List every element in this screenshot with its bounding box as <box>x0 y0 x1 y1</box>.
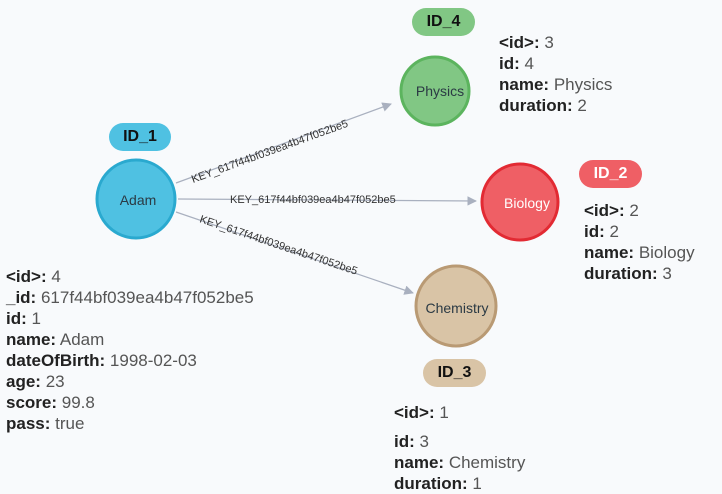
property-value: 4 <box>51 267 61 286</box>
property-key: pass: <box>6 414 51 433</box>
edge-line <box>175 102 392 184</box>
property-value: Adam <box>59 330 105 349</box>
edge-line <box>175 211 414 295</box>
property-key: age: <box>6 372 41 391</box>
property-key: dateOfBirth: <box>6 351 106 370</box>
badge-id-4: ID_4 <box>412 8 475 36</box>
property-key: <id>: <box>584 201 625 220</box>
property-value: Biology <box>638 243 695 262</box>
node-label: Adam <box>120 192 157 208</box>
property-row: name: Biology <box>584 242 695 263</box>
badge-id-3: ID_3 <box>423 359 486 387</box>
property-value: 2 <box>609 222 619 241</box>
property-key: <id>: <box>394 403 435 422</box>
edge-adam-physics[interactable]: KEY_617f44bf039ea4b47f052be5 <box>175 102 392 186</box>
property-key: id: <box>6 309 27 328</box>
property-row: id: 2 <box>584 221 695 242</box>
property-value: 4 <box>524 54 534 73</box>
property-key: name: <box>584 243 635 262</box>
edge-label: KEY_617f44bf039ea4b47f052be5 <box>190 118 350 186</box>
property-value: 2 <box>629 201 639 220</box>
property-row: pass: true <box>6 413 254 434</box>
property-value: 23 <box>45 372 65 391</box>
node-biology[interactable]: Biology <box>480 162 560 242</box>
property-row: _id: 617f44bf039ea4b47f052be5 <box>6 287 254 308</box>
property-value: 99.8 <box>61 393 95 412</box>
property-row: name: Physics <box>499 74 612 95</box>
property-row: duration: 3 <box>584 263 695 284</box>
property-row: id: 4 <box>499 53 612 74</box>
node-physics[interactable]: Physics <box>399 55 471 127</box>
property-row: duration: 1 <box>394 473 525 494</box>
property-key: score: <box>6 393 58 412</box>
node-circle <box>480 162 560 242</box>
property-key: duration: <box>584 264 658 283</box>
property-key: duration: <box>499 96 573 115</box>
property-key: <id>: <box>6 267 47 286</box>
property-value: 3 <box>419 432 429 451</box>
property-key: id: <box>394 432 415 451</box>
node-label: Physics <box>416 83 464 99</box>
property-row: id: 1 <box>6 308 254 329</box>
node-circle <box>414 264 498 348</box>
node-adam[interactable]: Adam <box>95 158 177 240</box>
property-key: name: <box>394 453 445 472</box>
node-chemistry[interactable]: Chemistry <box>414 264 498 348</box>
property-row: dateOfBirth: 1998-02-03 <box>6 350 254 371</box>
property-value: 1 <box>472 474 482 493</box>
node-circle <box>399 55 471 127</box>
property-row: duration: 2 <box>499 95 612 116</box>
node-label: Biology <box>504 195 550 211</box>
node-circle <box>95 158 177 240</box>
property-value: Physics <box>553 75 613 94</box>
property-row: score: 99.8 <box>6 392 254 413</box>
property-value: 2 <box>577 96 587 115</box>
edge-line <box>177 196 477 206</box>
property-row: <id>: 1 <box>394 402 525 423</box>
property-value: 3 <box>662 264 672 283</box>
property-value: 3 <box>544 33 554 52</box>
property-value: true <box>55 414 85 433</box>
property-key: id: <box>499 54 520 73</box>
property-row: name: Adam <box>6 329 254 350</box>
node-label: Chemistry <box>425 300 488 316</box>
edge-label: KEY_617f44bf039ea4b47f052be5 <box>230 194 396 206</box>
property-value: 617f44bf039ea4b47f052be5 <box>40 288 254 307</box>
property-value: 1998-02-03 <box>109 351 197 370</box>
property-key: _id: <box>6 288 37 307</box>
property-row: id: 3 <box>394 431 525 452</box>
property-key: <id>: <box>499 33 540 52</box>
badge-id-2: ID_2 <box>579 160 642 188</box>
property-row: name: Chemistry <box>394 452 525 473</box>
property-row: <id>: 4 <box>6 266 254 287</box>
edge-adam-biology[interactable]: KEY_617f44bf039ea4b47f052be5 <box>177 194 477 206</box>
property-row: <id>: 2 <box>584 200 695 221</box>
property-key: id: <box>584 222 605 241</box>
badge-id-1: ID_1 <box>109 123 171 151</box>
property-row: age: 23 <box>6 371 254 392</box>
property-value: 1 <box>31 309 41 328</box>
property-value: 1 <box>439 403 449 422</box>
property-key: duration: <box>394 474 468 493</box>
property-row: <id>: 3 <box>499 32 612 53</box>
property-key: name: <box>499 75 550 94</box>
property-key: name: <box>6 330 57 349</box>
property-value: Chemistry <box>448 453 526 472</box>
